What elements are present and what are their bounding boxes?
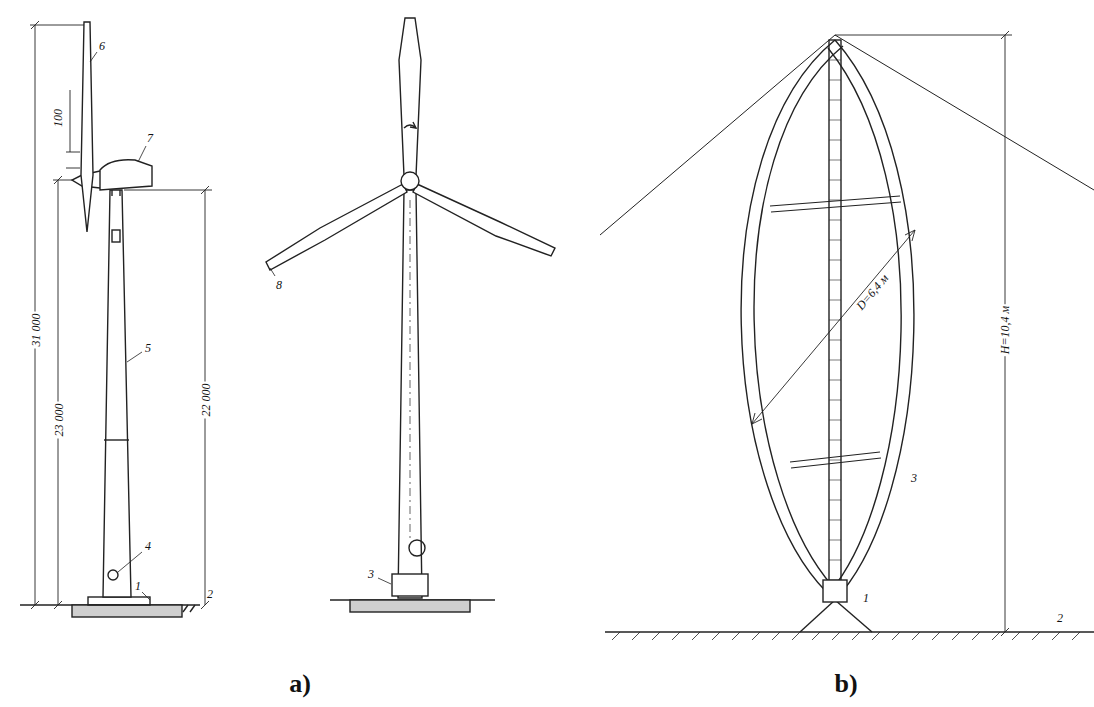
tower [104,439,129,440]
leader-line [90,52,150,600]
dimension-lines [201,601,209,609]
dimension-lines [54,601,62,609]
dimension-lines [124,190,212,191]
blade-strut [770,196,901,212]
callout-number: 5 [144,342,152,354]
darrieus-blade [754,46,843,594]
dimension-lines [752,31,1012,636]
dimension-label: 22 000 [199,382,211,419]
tower [108,570,118,580]
blade-strut [790,452,881,468]
tower [392,574,428,596]
tripod-base [823,580,847,602]
leader-line [127,352,142,362]
foundation [350,600,470,612]
dimension-lines [66,152,80,153]
dimension-lines [31,601,39,609]
dimension-lines [752,230,915,424]
dimension-lines [905,230,915,241]
tower [409,540,425,556]
callout-number: 1 [862,592,870,604]
darrieus-blade [741,40,835,600]
blade-strut [770,196,901,468]
guy-wire [600,35,835,235]
dimension-lines [1001,31,1009,39]
darrieus-blade [835,40,914,600]
ground-line [183,605,188,612]
callout-number: 4 [144,540,152,552]
callout-number: 7 [146,132,154,144]
tripod-base [835,600,872,632]
dimension-label: H=10,4 м [999,304,1011,356]
leader-line [90,52,97,62]
tower [410,200,411,540]
dimension-lines [30,21,212,609]
leader-line [138,146,146,162]
leader-line [270,268,391,584]
foundation [350,600,470,612]
tower [392,190,428,598]
leader-line [142,592,150,600]
blade-side [81,22,93,232]
tower [112,230,120,242]
nacelle [111,190,112,196]
guy-wire [600,35,1094,235]
guy-wire [835,35,1094,190]
blade-side [81,22,93,232]
dimension-lines [70,90,71,152]
ground-line [612,632,1080,640]
tower [398,190,422,598]
leader-line [378,578,391,584]
tripod-base [800,600,835,632]
dimension-lines [58,180,59,605]
rotor-blade [266,18,555,270]
tripod-base [800,580,872,632]
panel-label: b) [834,671,857,697]
foundation [88,597,150,605]
tower [103,190,131,597]
rotor-blade [413,184,555,256]
callout-number: 3 [367,568,375,580]
dimension-lines [201,186,209,194]
panel-label: a) [289,671,311,697]
rotor-blade [399,18,421,176]
darrieus-blade [741,40,914,600]
ground-line [605,631,1094,632]
foundation [72,597,182,617]
ground-line [605,632,1094,640]
dimension-lines [53,180,72,181]
dimension-label: 23 000 [52,402,64,439]
dimension-label: 100 [52,107,64,129]
tower [103,190,131,597]
dimension-lines [30,25,84,26]
callout-number: 1 [134,580,142,592]
nacelle [119,190,120,196]
foundation [72,605,182,617]
leader-line [118,552,142,572]
dimension-lines [752,413,762,424]
leader-line [270,268,275,276]
callout-number: 6 [98,40,106,52]
callout-number: 2 [1056,612,1064,624]
nacelle [100,160,152,190]
dimension-label: D=6,4 м [852,270,891,313]
ground-line [190,605,195,612]
rotation-arrow [410,122,416,128]
rotor-blade [266,184,407,270]
dimension-lines [31,21,39,29]
dimension-lines [1001,628,1009,636]
dimension-lines [54,176,62,184]
callout-number: 2 [206,588,214,600]
dimension-lines [835,35,1012,36]
callout-number: 3 [910,472,918,484]
dimension-label: 31 000 [29,312,41,349]
rotation-arrow [404,122,416,128]
rotor-blade [401,172,419,190]
dimension-lines [66,168,80,169]
callout-number: 8 [275,279,283,291]
